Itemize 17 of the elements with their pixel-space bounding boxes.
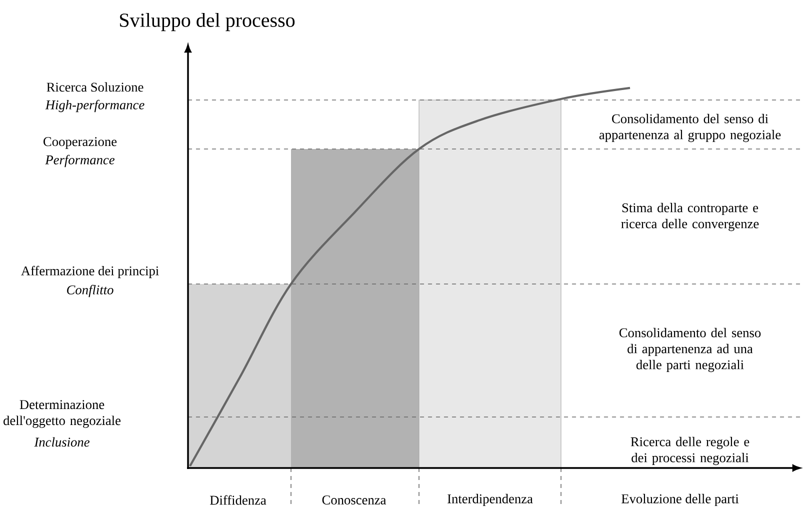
level-label: Affermazione dei principi: [21, 266, 159, 278]
level-label: Ricerca Soluzione: [46, 82, 144, 92]
stage-description: Consolidamento del senso di appartenenza al gruppo negoziale: [599, 114, 781, 142]
phase-label: Diffidenza: [210, 495, 266, 505]
level-label: Determinazione dell'oggetto negoziale: [4, 400, 121, 428]
phase-label: Interdipendenza: [448, 494, 533, 506]
level-label: Cooperazione: [44, 137, 117, 149]
phase-label: Evoluzione delle parti: [622, 494, 739, 506]
axis-title: Sviluppo del processo: [120, 12, 295, 32]
level-name: Inclusione: [34, 437, 90, 447]
stage-description: Consolidamento del senso di appartenenza ad una delle parti negoziali: [619, 328, 761, 372]
level-name: High-performance: [45, 100, 144, 112]
stage-description: Stima della controparte e ricerca delle convergenze: [621, 202, 759, 232]
level-name: Performance: [45, 154, 115, 168]
level-name: Conflitto: [67, 284, 114, 298]
phase-label: Conoscenza: [322, 496, 386, 504]
stage-description: Ricerca delle regole e dei processi negoziali: [630, 436, 750, 466]
